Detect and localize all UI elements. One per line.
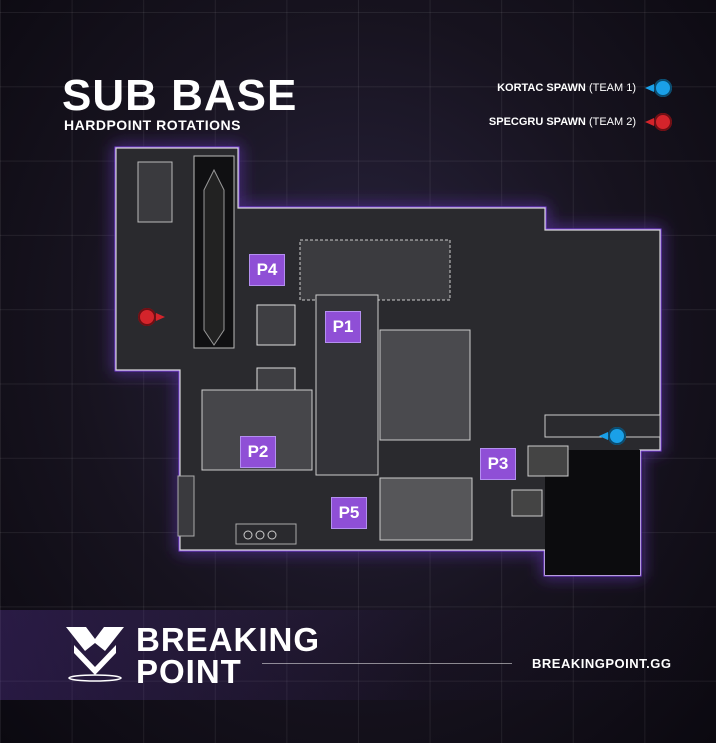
building-east (527, 445, 569, 477)
website-link[interactable]: BREAKINGPOINT.GG (532, 656, 672, 671)
building-east-block (379, 329, 471, 441)
legend-team1-text: KORTAC SPAWN (TEAM 1) (497, 82, 636, 94)
vent-3 (267, 530, 277, 540)
vent-1 (243, 530, 253, 540)
brand-line-2: POINT (136, 653, 242, 690)
legend-team2-text: SPECGRU SPAWN (TEAM 2) (489, 116, 636, 128)
hardpoint-p4[interactable]: P4 (250, 255, 284, 285)
background-glow (0, 610, 716, 700)
brand-name: BREAKING POINT (136, 621, 321, 690)
red-spawn-pin-icon (645, 113, 672, 131)
team1-spawn-marker (599, 427, 626, 445)
wall-south (235, 523, 297, 545)
building-center-north (299, 239, 451, 301)
hardpoint-p2[interactable]: P2 (241, 437, 275, 467)
legend-team2-name: SPECGRU SPAWN (488, 116, 586, 128)
submarine (203, 168, 225, 346)
legend-team1-team: (TEAM 1) (588, 82, 636, 94)
hardpoint-p5[interactable]: P5 (332, 498, 366, 528)
breaking-point-logo-icon (66, 627, 124, 682)
building-north-west (137, 161, 173, 223)
brand-divider (262, 663, 512, 664)
vent-2 (255, 530, 265, 540)
blue-spawn-pin-icon (645, 79, 672, 97)
building-tower (256, 304, 296, 346)
map-title: SUB BASE (62, 71, 298, 120)
hardpoint-p3[interactable]: P3 (481, 449, 515, 479)
legend-team2: SPECGRU SPAWN (TEAM 2) (489, 113, 672, 131)
brand-line-1: BREAKING (136, 621, 321, 658)
building-east-2 (511, 489, 543, 517)
legend-team1: KORTAC SPAWN (TEAM 1) (497, 79, 672, 97)
team2-spawn-marker (138, 308, 156, 326)
hardpoint-p1[interactable]: P1 (326, 312, 360, 342)
map-subtitle: HARDPOINT ROTATIONS (64, 117, 241, 133)
legend-team1-name: KORTAC SPAWN (497, 82, 586, 94)
building-south (379, 477, 473, 541)
building-south-west (177, 475, 195, 537)
legend-team2-team: (TEAM 2) (588, 116, 636, 128)
